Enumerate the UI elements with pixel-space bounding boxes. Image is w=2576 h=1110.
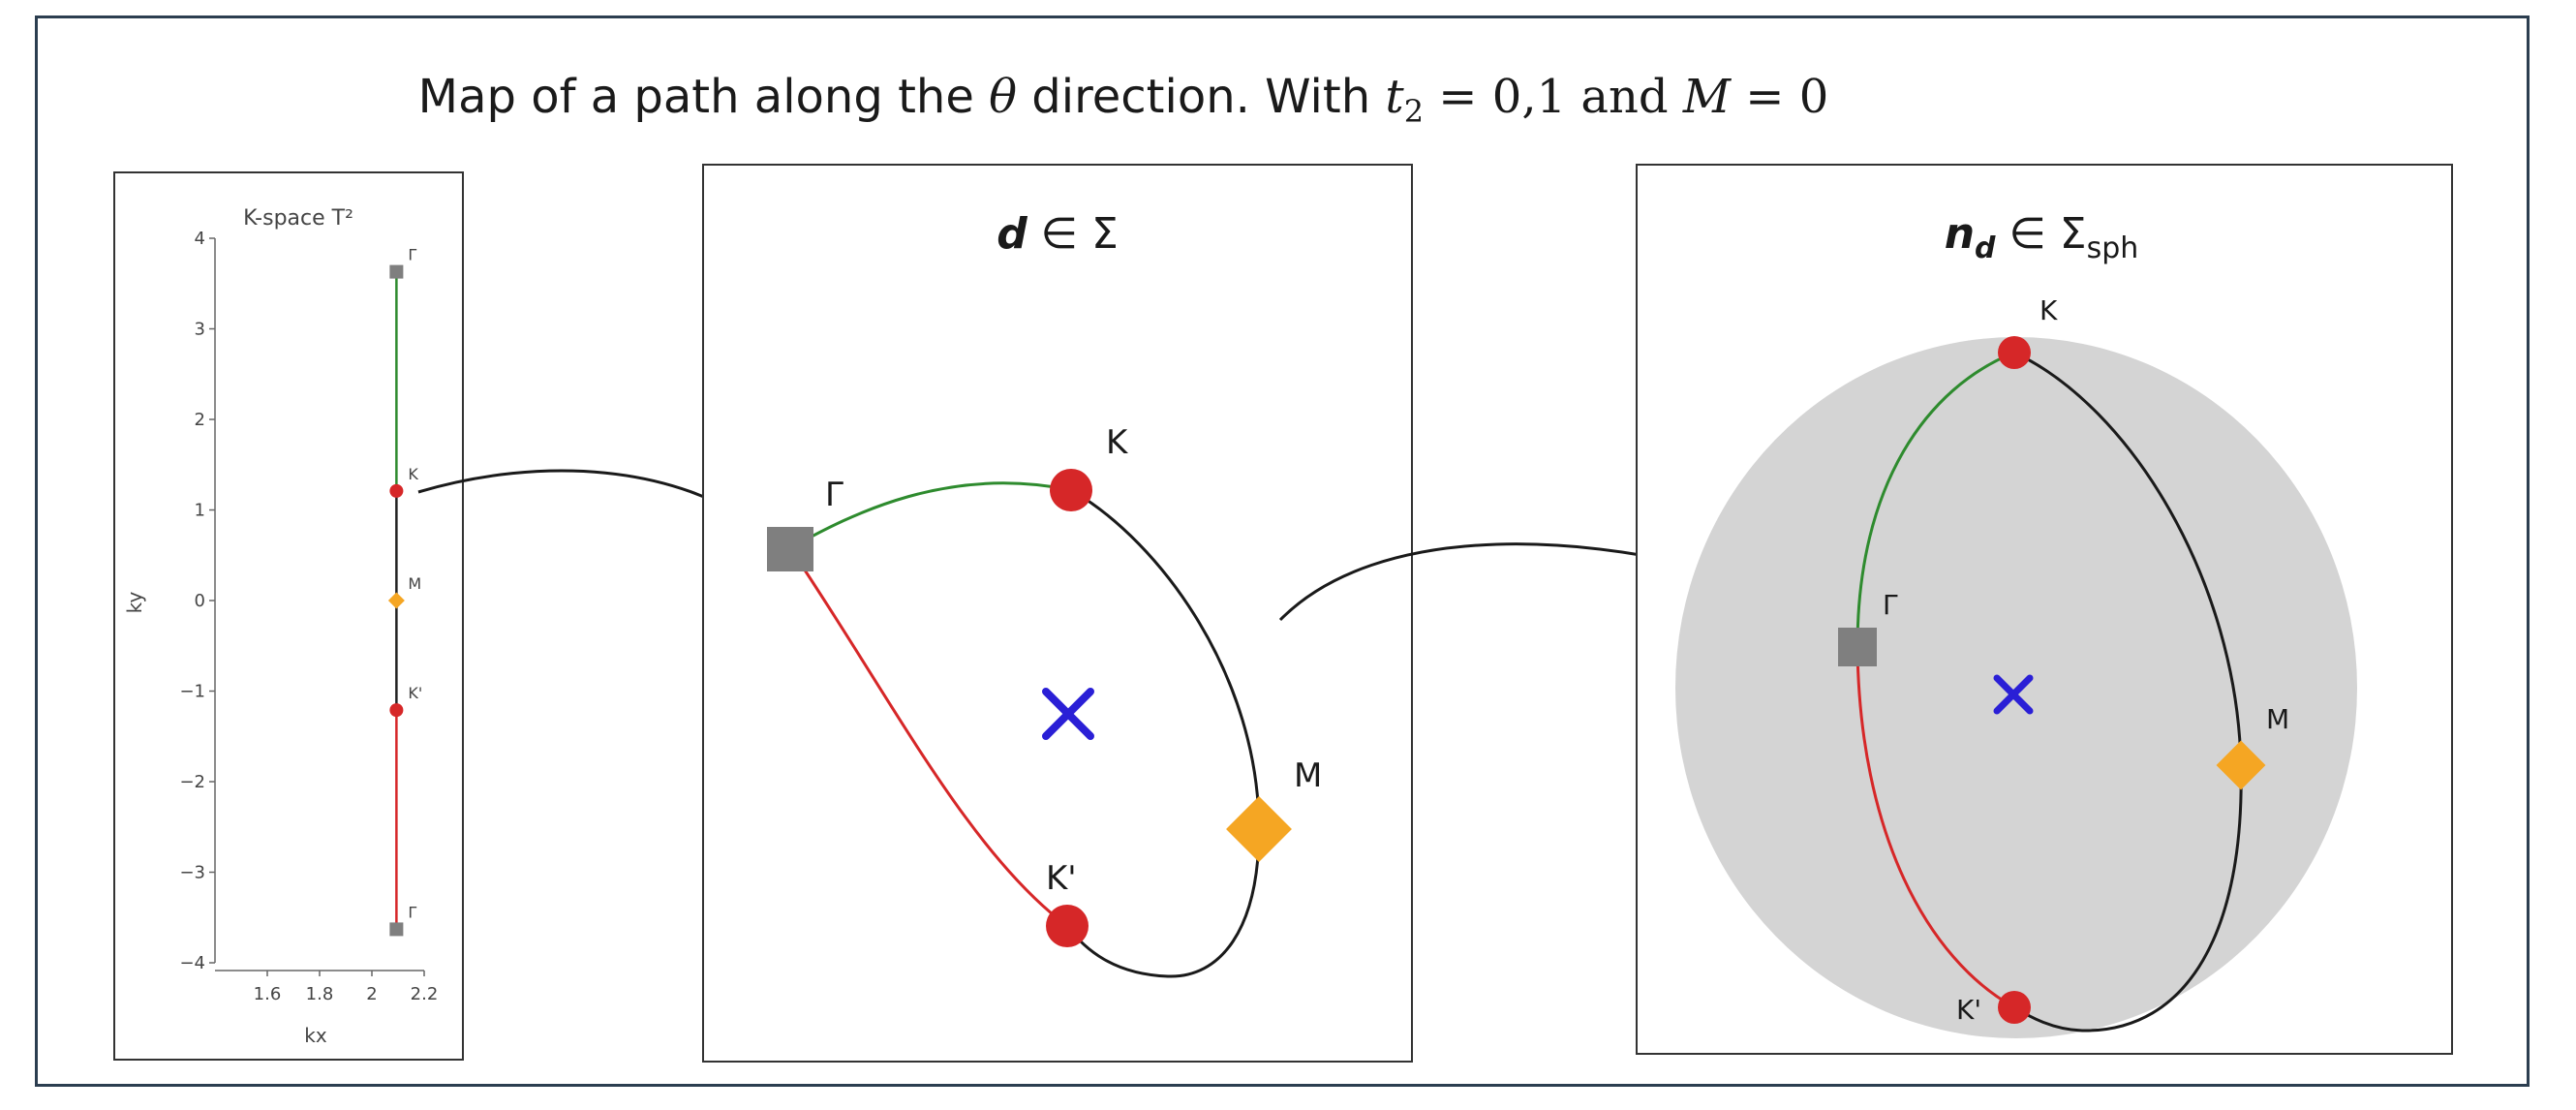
d-label-m: M bbox=[1294, 756, 1322, 795]
n-label-gamma: Γ bbox=[1883, 589, 1898, 621]
kspace-point-k bbox=[389, 703, 404, 718]
d-marker-kprime bbox=[1046, 905, 1089, 947]
n-curve-m-kprime bbox=[2013, 764, 2243, 1033]
kspace-y-tick-label: −3 bbox=[179, 863, 205, 883]
kspace-point-gamma bbox=[389, 922, 404, 937]
kspace-point-label: M bbox=[408, 574, 421, 593]
kspace-panel: K-space T² ky kx 4 3 2 1 0 −1 −2 −3 −4 1.6 1.8 2 2.2… bbox=[113, 171, 464, 1061]
d-panel-title: d ∈ Σ bbox=[997, 209, 1119, 259]
n-label-k: K bbox=[2039, 294, 2058, 326]
kspace-point-label: Γ bbox=[408, 246, 416, 264]
d-marker-gamma bbox=[767, 527, 813, 571]
n-marker-gamma bbox=[1838, 628, 1877, 666]
d-curve-k-m bbox=[1070, 488, 1261, 830]
n-label-m: M bbox=[2266, 703, 2289, 735]
kspace-path: Γ K M K' Γ bbox=[387, 246, 422, 937]
kspace-title: K-space T² bbox=[243, 206, 353, 231]
figure-title: Map of a path along the θ direction. Wit… bbox=[418, 70, 1829, 130]
kspace-point-m bbox=[387, 592, 405, 609]
n-origin-cross-icon bbox=[1993, 674, 2034, 715]
kspace-y-tick-label: −1 bbox=[179, 682, 205, 702]
n-curve-gamma-k bbox=[1855, 351, 2015, 648]
kspace-x-tick-label: 1.8 bbox=[306, 984, 334, 1004]
kspace-panel-frame bbox=[113, 171, 464, 1061]
kspace-xlabel: kx bbox=[304, 1024, 327, 1047]
d-label-k: K bbox=[1106, 423, 1129, 462]
n-panel-title: nd ∈ Σsph bbox=[1945, 209, 2139, 265]
kspace-axes: 4 3 2 1 0 −1 −2 −3 −4 1.6 1.8 2 2.2 bbox=[179, 229, 438, 1004]
kspace-y-tick-label: 2 bbox=[195, 410, 205, 430]
kspace-y-tick-label: 1 bbox=[195, 501, 205, 521]
n-curve-k-m bbox=[2013, 351, 2243, 766]
kspace-point-label: Γ bbox=[408, 903, 416, 921]
d-marker-k bbox=[1050, 469, 1092, 511]
kspace-point-gamma bbox=[389, 264, 404, 279]
n-marker-k bbox=[1998, 336, 2031, 369]
kspace-y-tick-label: −2 bbox=[179, 772, 205, 792]
d-label-gamma: Γ bbox=[825, 476, 843, 514]
kspace-y-tick-label: 0 bbox=[195, 591, 205, 611]
n-label-kprime: K' bbox=[1956, 994, 1981, 1026]
d-label-kprime: K' bbox=[1046, 859, 1077, 898]
kspace-point-label: K bbox=[408, 465, 418, 483]
n-marker-kprime bbox=[1998, 991, 2031, 1024]
kspace-point-k bbox=[389, 483, 404, 498]
d-origin-cross-icon bbox=[1042, 688, 1094, 740]
kspace-x-tick-label: 2 bbox=[366, 984, 377, 1004]
d-curve-kprime-gamma bbox=[788, 547, 1068, 928]
kspace-y-tick-label: −4 bbox=[179, 953, 205, 973]
d-curve-m-kprime bbox=[1065, 828, 1261, 978]
kspace-y-tick-label: 4 bbox=[195, 229, 205, 249]
kspace-ylabel: ky bbox=[123, 591, 146, 613]
d-marker-m bbox=[1226, 796, 1292, 862]
kspace-x-tick-label: 1.6 bbox=[254, 984, 282, 1004]
n-curve-kprime-gamma bbox=[1855, 646, 2015, 1009]
d-curve-gamma-k bbox=[789, 481, 1072, 550]
kspace-x-tick-label: 2.2 bbox=[411, 984, 439, 1004]
kspace-y-tick-label: 3 bbox=[195, 320, 205, 340]
kspace-point-label: K' bbox=[408, 684, 422, 702]
n-panel: nd ∈ Σsph Γ K M K' bbox=[1636, 164, 2453, 1055]
d-panel: d ∈ Σ Γ K M K' bbox=[702, 164, 1413, 1063]
